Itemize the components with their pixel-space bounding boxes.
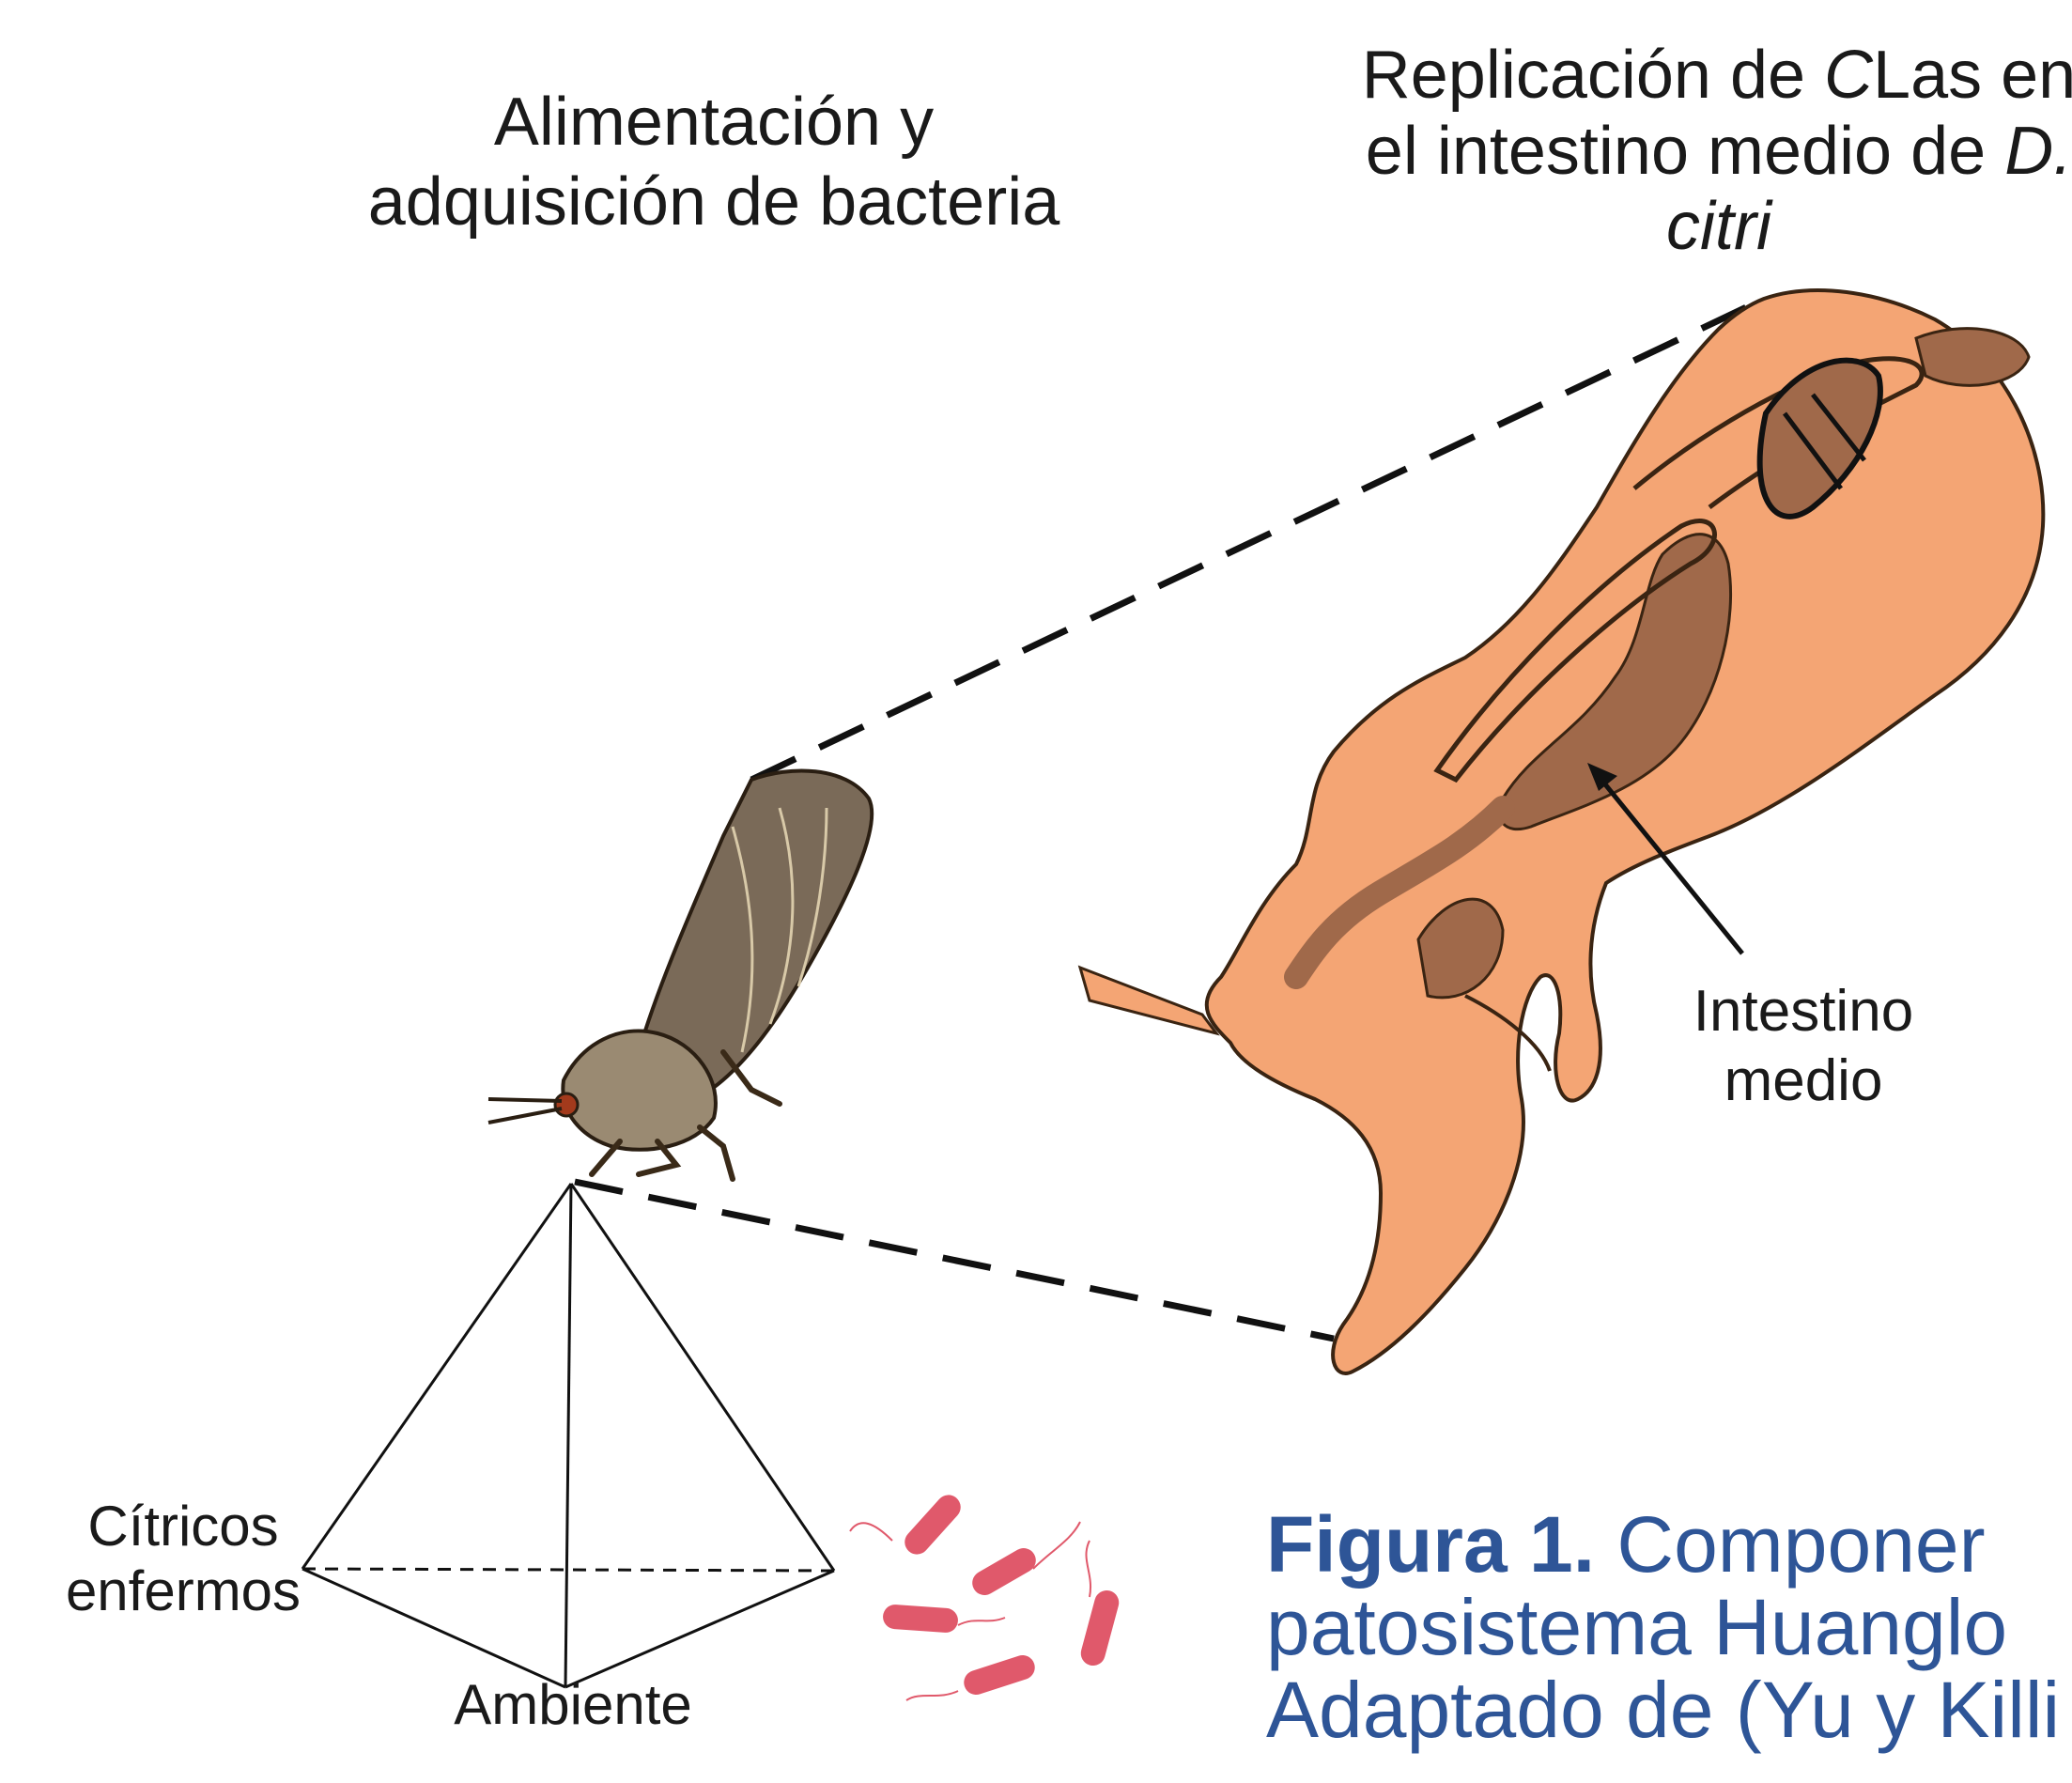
label-replication-line1: Replicación de CLas en [1249, 38, 2072, 114]
psyllid-anatomy-illustration [1080, 290, 2043, 1373]
psyllid-insect-illustration [488, 770, 872, 1179]
label-midgut-line2: medio [1653, 1047, 1954, 1116]
label-feeding-acquisition: Alimentación y adquisición de bacteria [291, 83, 1137, 242]
label-midgut-line1: Intestino [1653, 977, 1954, 1047]
anatomy-body [1207, 290, 2044, 1373]
bacterium [850, 1490, 966, 1559]
bacterium [882, 1604, 1005, 1634]
anatomy-rear-organ [1916, 329, 2029, 386]
caption-number: Figura 1. [1266, 1500, 1595, 1589]
label-environment: Ambiente [385, 1672, 761, 1739]
caption-line3: Adaptado de (Yu y Killi [1266, 1668, 2072, 1751]
zoom-line-lower [575, 1182, 1334, 1339]
label-replication-line2: el intestino medio de D. [1249, 114, 2072, 190]
label-citrus-line2: enfermos [28, 1558, 338, 1623]
bacterium [906, 1652, 1038, 1700]
bacteria-cluster [850, 1490, 1121, 1700]
label-feeding-line2: adquisición de bacteria [291, 163, 1137, 242]
bacterium [1078, 1541, 1121, 1668]
psyllid-eye [555, 1093, 578, 1116]
psyllid-antenna [488, 1099, 562, 1123]
label-feeding-line1: Alimentación y [291, 83, 1137, 163]
label-diseased-citrus: Cítricos enfermos [28, 1494, 338, 1623]
caption-line1: Figura 1. Componer [1266, 1503, 2072, 1586]
label-replication: Replicación de CLas en el intestino medi… [1249, 38, 2072, 265]
anatomy-stylet [1080, 968, 1216, 1033]
bacterium [967, 1522, 1080, 1600]
label-midgut: Intestino medio [1653, 977, 1954, 1117]
figure-caption: Figura 1. Componer patosistema Huanglo A… [1266, 1503, 2072, 1752]
caption-line2: patosistema Huanglo [1266, 1586, 2072, 1668]
label-replication-line3: citri [1249, 189, 2072, 265]
disease-pyramid [302, 1184, 834, 1687]
label-citrus-line1: Cítricos [28, 1494, 338, 1558]
